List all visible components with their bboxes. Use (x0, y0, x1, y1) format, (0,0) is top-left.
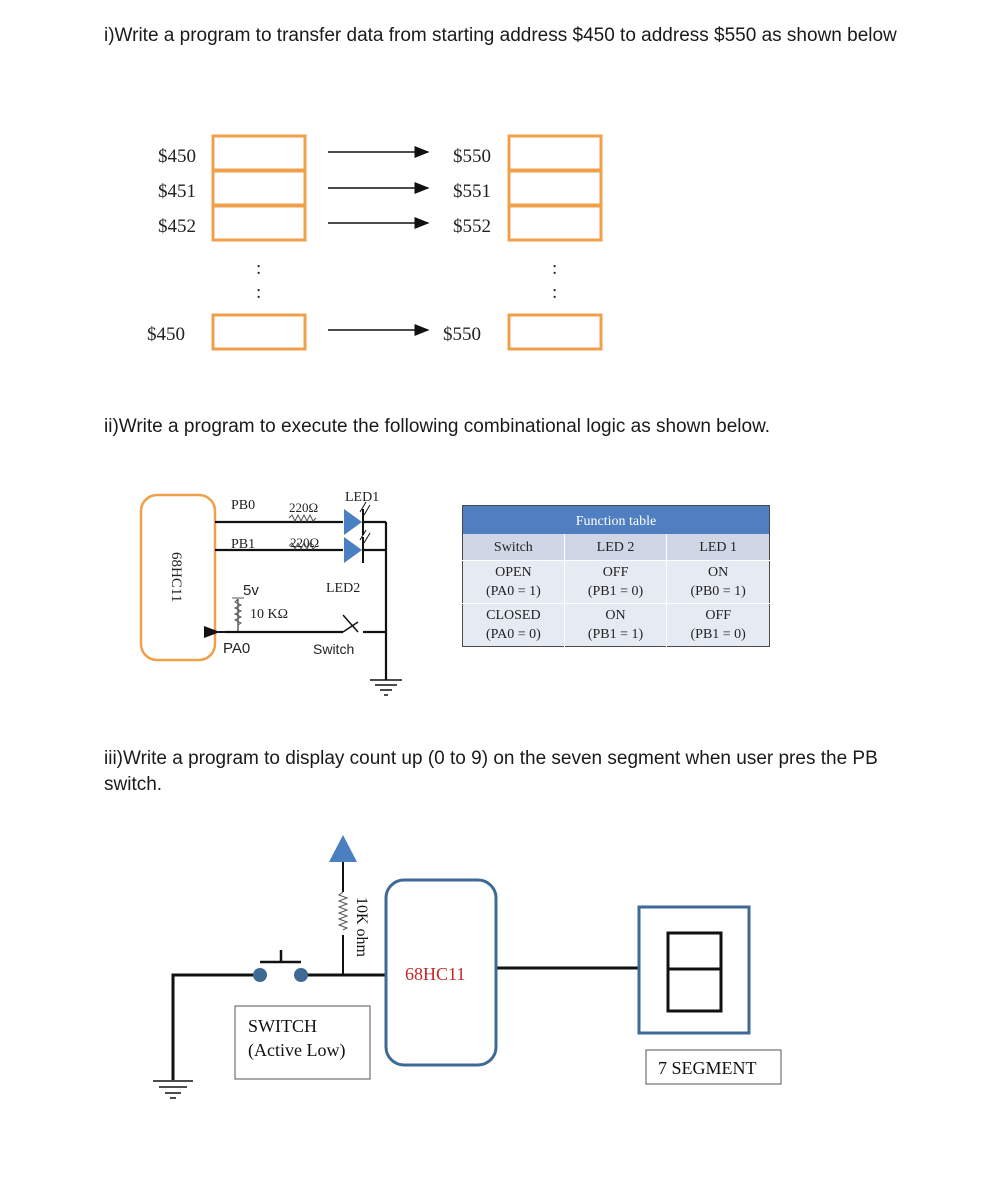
ground-symbol-3 (153, 1080, 193, 1099)
led-1-symbol (344, 501, 371, 535)
ground-symbol-2 (370, 679, 402, 696)
seven-segment-digit (666, 931, 723, 1013)
chip-68hc11-label: 68HC11 (168, 552, 184, 602)
ellipsis-dest-bottom: : (552, 282, 557, 303)
table-cell: CLOSED(PA0 = 0) (462, 603, 565, 647)
table-cell: ON(PB1 = 1) (563, 603, 667, 647)
table-header-switch: Switch (462, 534, 565, 561)
pa0-label: PA0 (223, 640, 250, 657)
seven-segment-display (637, 905, 751, 1035)
switch-label-line-2: (Active Low) (248, 1040, 345, 1061)
led-2-label: LED2 (326, 581, 360, 596)
led-1-label: LED1 (345, 490, 379, 505)
table-row: OPEN(PA0 = 1) OFF(PB1 = 0) ON(PB0 = 1) (462, 560, 770, 604)
seven-segment-label-box (645, 1049, 782, 1085)
switch-contact-left (253, 968, 267, 982)
source-memory-blocks (211, 134, 307, 351)
ellipsis-source-bottom: : (256, 282, 261, 303)
dest-address-last: $550 (443, 324, 481, 345)
vcc-label: 5v (243, 582, 259, 599)
resistor-1-label: 220Ω (289, 500, 318, 515)
source-address-1: $451 (158, 181, 196, 202)
table-cell: OFF(PB1 = 0) (563, 560, 667, 604)
pullup-resistor (337, 891, 349, 931)
pb0-label: PB0 (231, 498, 255, 513)
switch-contact-right (294, 968, 308, 982)
dest-address-2: $552 (453, 216, 491, 237)
chip-68hc11-box (139, 493, 217, 662)
ellipsis-source-top: : (256, 258, 261, 279)
question-3: iii)Write a program to display count up … (104, 748, 878, 795)
switch-label-line-1: SWITCH (248, 1016, 317, 1036)
table-header-led2: LED 2 (563, 534, 667, 561)
table-cell: OPEN(PA0 = 1) (462, 560, 565, 604)
vcc-triangle-icon (329, 835, 357, 862)
switch-label-box (234, 1005, 371, 1080)
transfer-arrows (328, 146, 430, 336)
question-1: i)Write a program to transfer data from … (104, 25, 897, 46)
switch-label: Switch (313, 641, 354, 657)
function-table: Function table Switch LED 2 LED 1 OPEN(P… (462, 505, 770, 647)
table-cell: ON(PB0 = 1) (666, 560, 770, 604)
dest-address-0: $550 (453, 146, 491, 167)
dest-address-1: $551 (453, 181, 491, 202)
source-address-0: $450 (158, 146, 196, 167)
seven-segment-label: 7 SEGMENT (658, 1058, 757, 1078)
source-address-2: $452 (158, 216, 196, 237)
pb1-label: PB1 (231, 537, 255, 552)
resistor-label: 10K ohm (353, 897, 370, 958)
question-2: ii)Write a program to execute the follow… (104, 416, 771, 437)
source-address-last: $450 (147, 324, 185, 345)
table-row: CLOSED(PA0 = 0) ON(PB1 = 1) OFF(PB1 = 0) (462, 603, 770, 647)
dest-memory-blocks (507, 134, 603, 351)
table-header-led1: LED 1 (666, 534, 770, 561)
resistor-2-label: 220Ω (290, 535, 319, 550)
table-cell: OFF(PB1 = 0) (666, 603, 770, 647)
chip-68hc11-text: 68HC11 (405, 964, 465, 984)
function-table-caption: Function table (462, 505, 770, 534)
ellipsis-dest-top: : (552, 258, 557, 279)
led-2-symbol (344, 529, 371, 563)
chip-68hc11-block (384, 878, 498, 1067)
pullup-resistor-label: 10 KΩ (250, 607, 288, 622)
